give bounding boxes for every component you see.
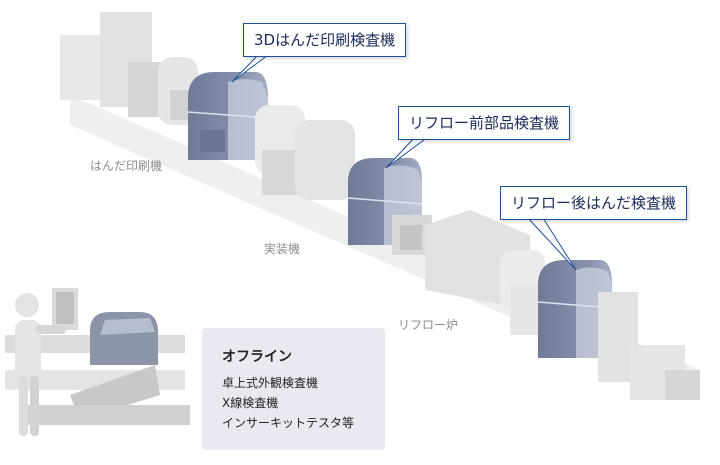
offline-panel: オフライン 卓上式外観検査機 X線検査機 インサーキットテスタ等 xyxy=(202,328,385,450)
offline-title: オフライン xyxy=(222,349,292,365)
pre-reflow-inspection-machine xyxy=(347,158,432,255)
pointer-post-reflow xyxy=(527,217,577,271)
offline-item: 卓上式外観検査機 xyxy=(222,376,319,390)
operator-head-shape xyxy=(15,293,39,317)
label-solder-printer: はんだ印刷機 xyxy=(90,159,163,173)
callout-3d-solder-inspection: 3Dはんだ印刷検査機 xyxy=(243,23,407,57)
post-reflow-inspection-machine xyxy=(510,260,700,400)
offline-list: 卓上式外観検査機 X線検査機 インサーキットテスタ等 xyxy=(222,373,354,433)
label-mounter: 実装機 xyxy=(264,242,301,256)
offline-item: X線検査機 xyxy=(222,396,279,410)
solder-3d-inspection-machine xyxy=(187,72,269,160)
solder-printer-machine xyxy=(60,12,163,117)
callout-post-reflow-inspection: リフロー後はんだ検査機 xyxy=(500,186,688,220)
offline-item: インサーキットテスタ等 xyxy=(222,416,355,430)
label-reflow-oven: リフロー炉 xyxy=(398,318,459,332)
mounter-machine xyxy=(255,105,355,200)
callout-pre-reflow-inspection: リフロー前部品検査機 xyxy=(398,106,571,140)
pointer-3d xyxy=(231,54,269,83)
offline-station xyxy=(5,288,190,436)
pointer-pre-reflow xyxy=(385,136,429,169)
